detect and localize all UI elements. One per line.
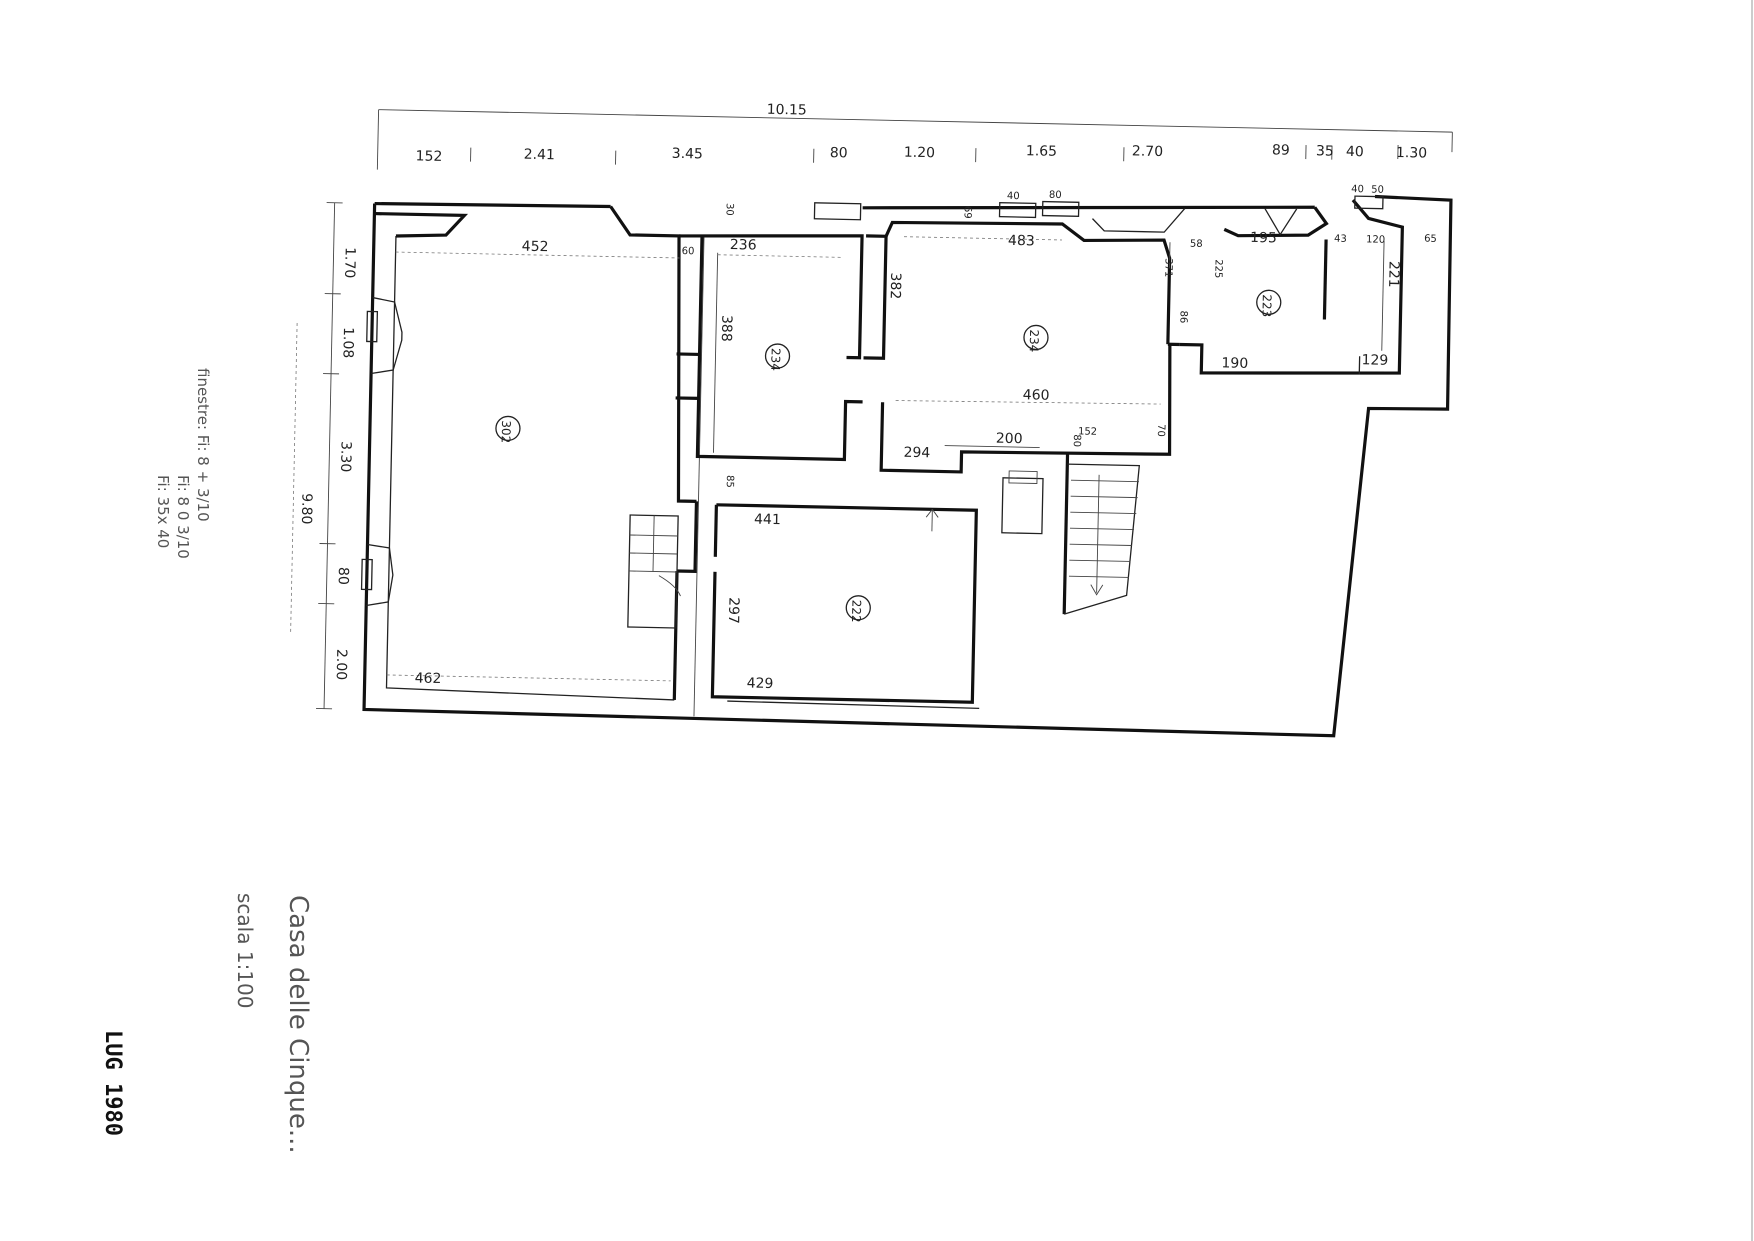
dim-left-3: 3.30 bbox=[337, 441, 354, 473]
dim-top-6: 1.65 bbox=[1026, 143, 1058, 160]
room-302 bbox=[360, 205, 705, 717]
dim-80: 80 bbox=[1071, 434, 1082, 447]
dim-190: 190 bbox=[1221, 355, 1248, 372]
dim-58: 58 bbox=[1190, 239, 1203, 250]
dim-top-5: 1.20 bbox=[904, 145, 936, 162]
room-height-234b: 234 bbox=[1023, 324, 1049, 352]
dim-65: 65 bbox=[1424, 234, 1437, 245]
room-234-b bbox=[863, 220, 1180, 474]
room-label-234b: 234 bbox=[1027, 329, 1041, 352]
room-234-a bbox=[675, 234, 864, 462]
dim-top-7: 2.70 bbox=[1132, 143, 1164, 160]
dim-297: 297 bbox=[725, 597, 742, 624]
dim-43: 43 bbox=[1334, 234, 1347, 245]
dim-195: 195 bbox=[1250, 230, 1277, 247]
room-223 bbox=[1179, 199, 1404, 375]
dim-388: 388 bbox=[718, 315, 735, 342]
drawing-title: Casa delle Cinque... bbox=[283, 895, 313, 1154]
dim-small-2: 80 bbox=[1049, 190, 1062, 201]
date-stamp: LUG 1980 bbox=[100, 1030, 125, 1136]
drawing-scale: scala 1:100 bbox=[233, 893, 257, 1008]
dim-left-total: 9.80 bbox=[298, 493, 315, 525]
top-dimension-strip bbox=[376, 109, 1453, 170]
dim-200: 200 bbox=[996, 431, 1023, 448]
dim-top-2: 2.41 bbox=[524, 147, 556, 164]
dim-small-4: 50 bbox=[1371, 184, 1384, 195]
dim-top-8: 89 bbox=[1272, 142, 1290, 158]
dim-225: 225 bbox=[1212, 259, 1223, 278]
dim-129: 129 bbox=[1361, 352, 1388, 369]
note-windows-3: Fi: 35x 40 bbox=[154, 475, 172, 548]
dim-30: 30 bbox=[723, 203, 734, 216]
dim-69: 69 bbox=[961, 206, 972, 219]
dim-70: 70 bbox=[1155, 424, 1166, 437]
dim-60: 60 bbox=[682, 246, 695, 257]
room-label-234a: 234 bbox=[768, 348, 782, 371]
note-windows-1: finestre: Fi: 8 + 3/10 bbox=[194, 368, 212, 522]
dim-left-5: 2.00 bbox=[333, 649, 350, 681]
dim-120: 120 bbox=[1366, 234, 1385, 245]
dim-85: 85 bbox=[724, 475, 735, 488]
dim-left-1: 1.70 bbox=[341, 247, 358, 279]
dim-221: 221 bbox=[1385, 261, 1402, 288]
dim-top-11: 1.30 bbox=[1396, 145, 1428, 162]
dim-top-4: 80 bbox=[830, 145, 848, 161]
dim-236: 236 bbox=[730, 237, 757, 254]
dim-small-1: 40 bbox=[1007, 191, 1020, 202]
dim-382: 382 bbox=[887, 272, 904, 299]
room-222 bbox=[676, 501, 978, 704]
outer-walls bbox=[362, 194, 1453, 738]
room-label-222: 222 bbox=[849, 600, 863, 623]
dim-left-2: 1.08 bbox=[339, 327, 356, 359]
window-openings bbox=[813, 195, 1384, 236]
dim-small-3: 40 bbox=[1351, 184, 1364, 195]
dim-452: 452 bbox=[522, 239, 549, 256]
dim-top-9: 35 bbox=[1316, 143, 1334, 159]
small-stair bbox=[627, 514, 681, 629]
room-height-222: 222 bbox=[845, 595, 871, 623]
room-height-234a: 234 bbox=[764, 343, 791, 371]
left-dimension-strip bbox=[290, 202, 343, 710]
room-label-302: 302 bbox=[499, 420, 513, 443]
dim-86: 86 bbox=[1177, 310, 1188, 323]
dim-top-1: 152 bbox=[415, 148, 442, 165]
dim-top-3: 3.45 bbox=[672, 146, 704, 163]
dim-429: 429 bbox=[746, 675, 773, 692]
dim-top-total: 10.15 bbox=[767, 102, 807, 119]
dim-371: 371 bbox=[1162, 258, 1173, 277]
room-height-223: 223 bbox=[1256, 289, 1282, 317]
room-label-223: 223 bbox=[1259, 294, 1273, 317]
room-height-302: 302 bbox=[495, 415, 521, 443]
dim-462: 462 bbox=[415, 671, 442, 688]
note-windows-2: Fi: 8 0 3/10 bbox=[174, 475, 192, 559]
dim-152: 152 bbox=[1078, 426, 1097, 437]
main-staircase bbox=[1001, 454, 1141, 615]
dim-441: 441 bbox=[754, 512, 781, 529]
dim-460: 460 bbox=[1023, 387, 1050, 404]
dim-top-10: 40 bbox=[1346, 144, 1364, 160]
dim-483: 483 bbox=[1008, 233, 1035, 250]
dim-left-4: 80 bbox=[335, 567, 351, 585]
dim-294: 294 bbox=[903, 445, 930, 462]
